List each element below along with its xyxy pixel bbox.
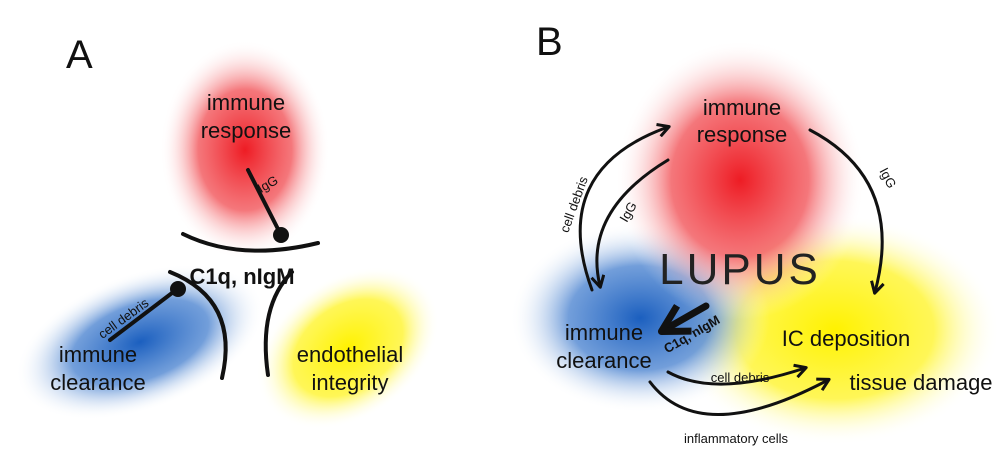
panel-a-letter: A [66, 33, 93, 77]
panel-a-c1q-label: C1q, nIgM [189, 264, 294, 289]
panel-a-debris-inhibition-line [108, 288, 178, 342]
panel-b-immune-response-label-2: response [697, 122, 788, 147]
panel-a-immune-response-label-1: immune [207, 90, 285, 115]
panel-b: B immune response cell debris IgG IgG LU… [510, 20, 1000, 446]
panel-b-ic-deposition-label: IC deposition [782, 326, 910, 351]
panel-b-tissue-damage-label: tissue damage [849, 370, 992, 395]
panel-b-inflammatory-cells-label: inflammatory cells [684, 431, 789, 446]
panel-a-immune-clearance-label-2: clearance [50, 370, 145, 395]
panel-b-cell-debris-bottom-label: cell debris [711, 370, 770, 385]
panel-b-igg-right-label: IgG [876, 165, 899, 191]
panel-a-debris-inhibition-dot [170, 281, 186, 297]
panel-b-immune-clearance-label-1: immune [565, 320, 643, 345]
panel-b-immune-clearance-label-2: clearance [556, 348, 651, 373]
panel-b-cell-debris-bottom-arrow [666, 368, 805, 386]
panel-b-cell-debris-up-arrow [578, 127, 668, 292]
panel-b-cell-debris-left-label: cell debris [557, 174, 591, 235]
panel-a-endothelial-blob [256, 266, 440, 430]
panel-a-immune-clearance-blob [15, 264, 265, 420]
panel-a-igg-inhibition-dot [273, 227, 289, 243]
panel-b-c1q-arrow [664, 302, 710, 330]
panel-b-igg-right-arrow [808, 128, 882, 292]
panel-b-lupus-label: LUPUS [659, 245, 821, 294]
panel-a: A immune response IgG C1q, nIgM cell deb… [15, 33, 440, 430]
panel-a-igg-inhibition-line [246, 168, 282, 235]
panel-b-letter: B [536, 20, 563, 64]
panel-b-immune-response-blob [615, 40, 865, 320]
panel-a-immune-response-label-2: response [201, 118, 292, 143]
panel-a-endothelial-label-2: integrity [311, 370, 388, 395]
panel-b-igg-down-arrow [597, 158, 670, 286]
panel-a-left-arc [168, 270, 228, 380]
panel-a-immune-response-blob [160, 40, 330, 260]
panel-a-top-arc [181, 232, 320, 253]
panel-a-endothelial-label-1: endothelial [297, 342, 403, 367]
panel-b-inflammatory-arrow [648, 380, 828, 416]
panel-a-immune-clearance-label-1: immune [59, 342, 137, 367]
panel-a-right-arc [263, 270, 294, 377]
panel-b-immune-response-label-1: immune [703, 95, 781, 120]
